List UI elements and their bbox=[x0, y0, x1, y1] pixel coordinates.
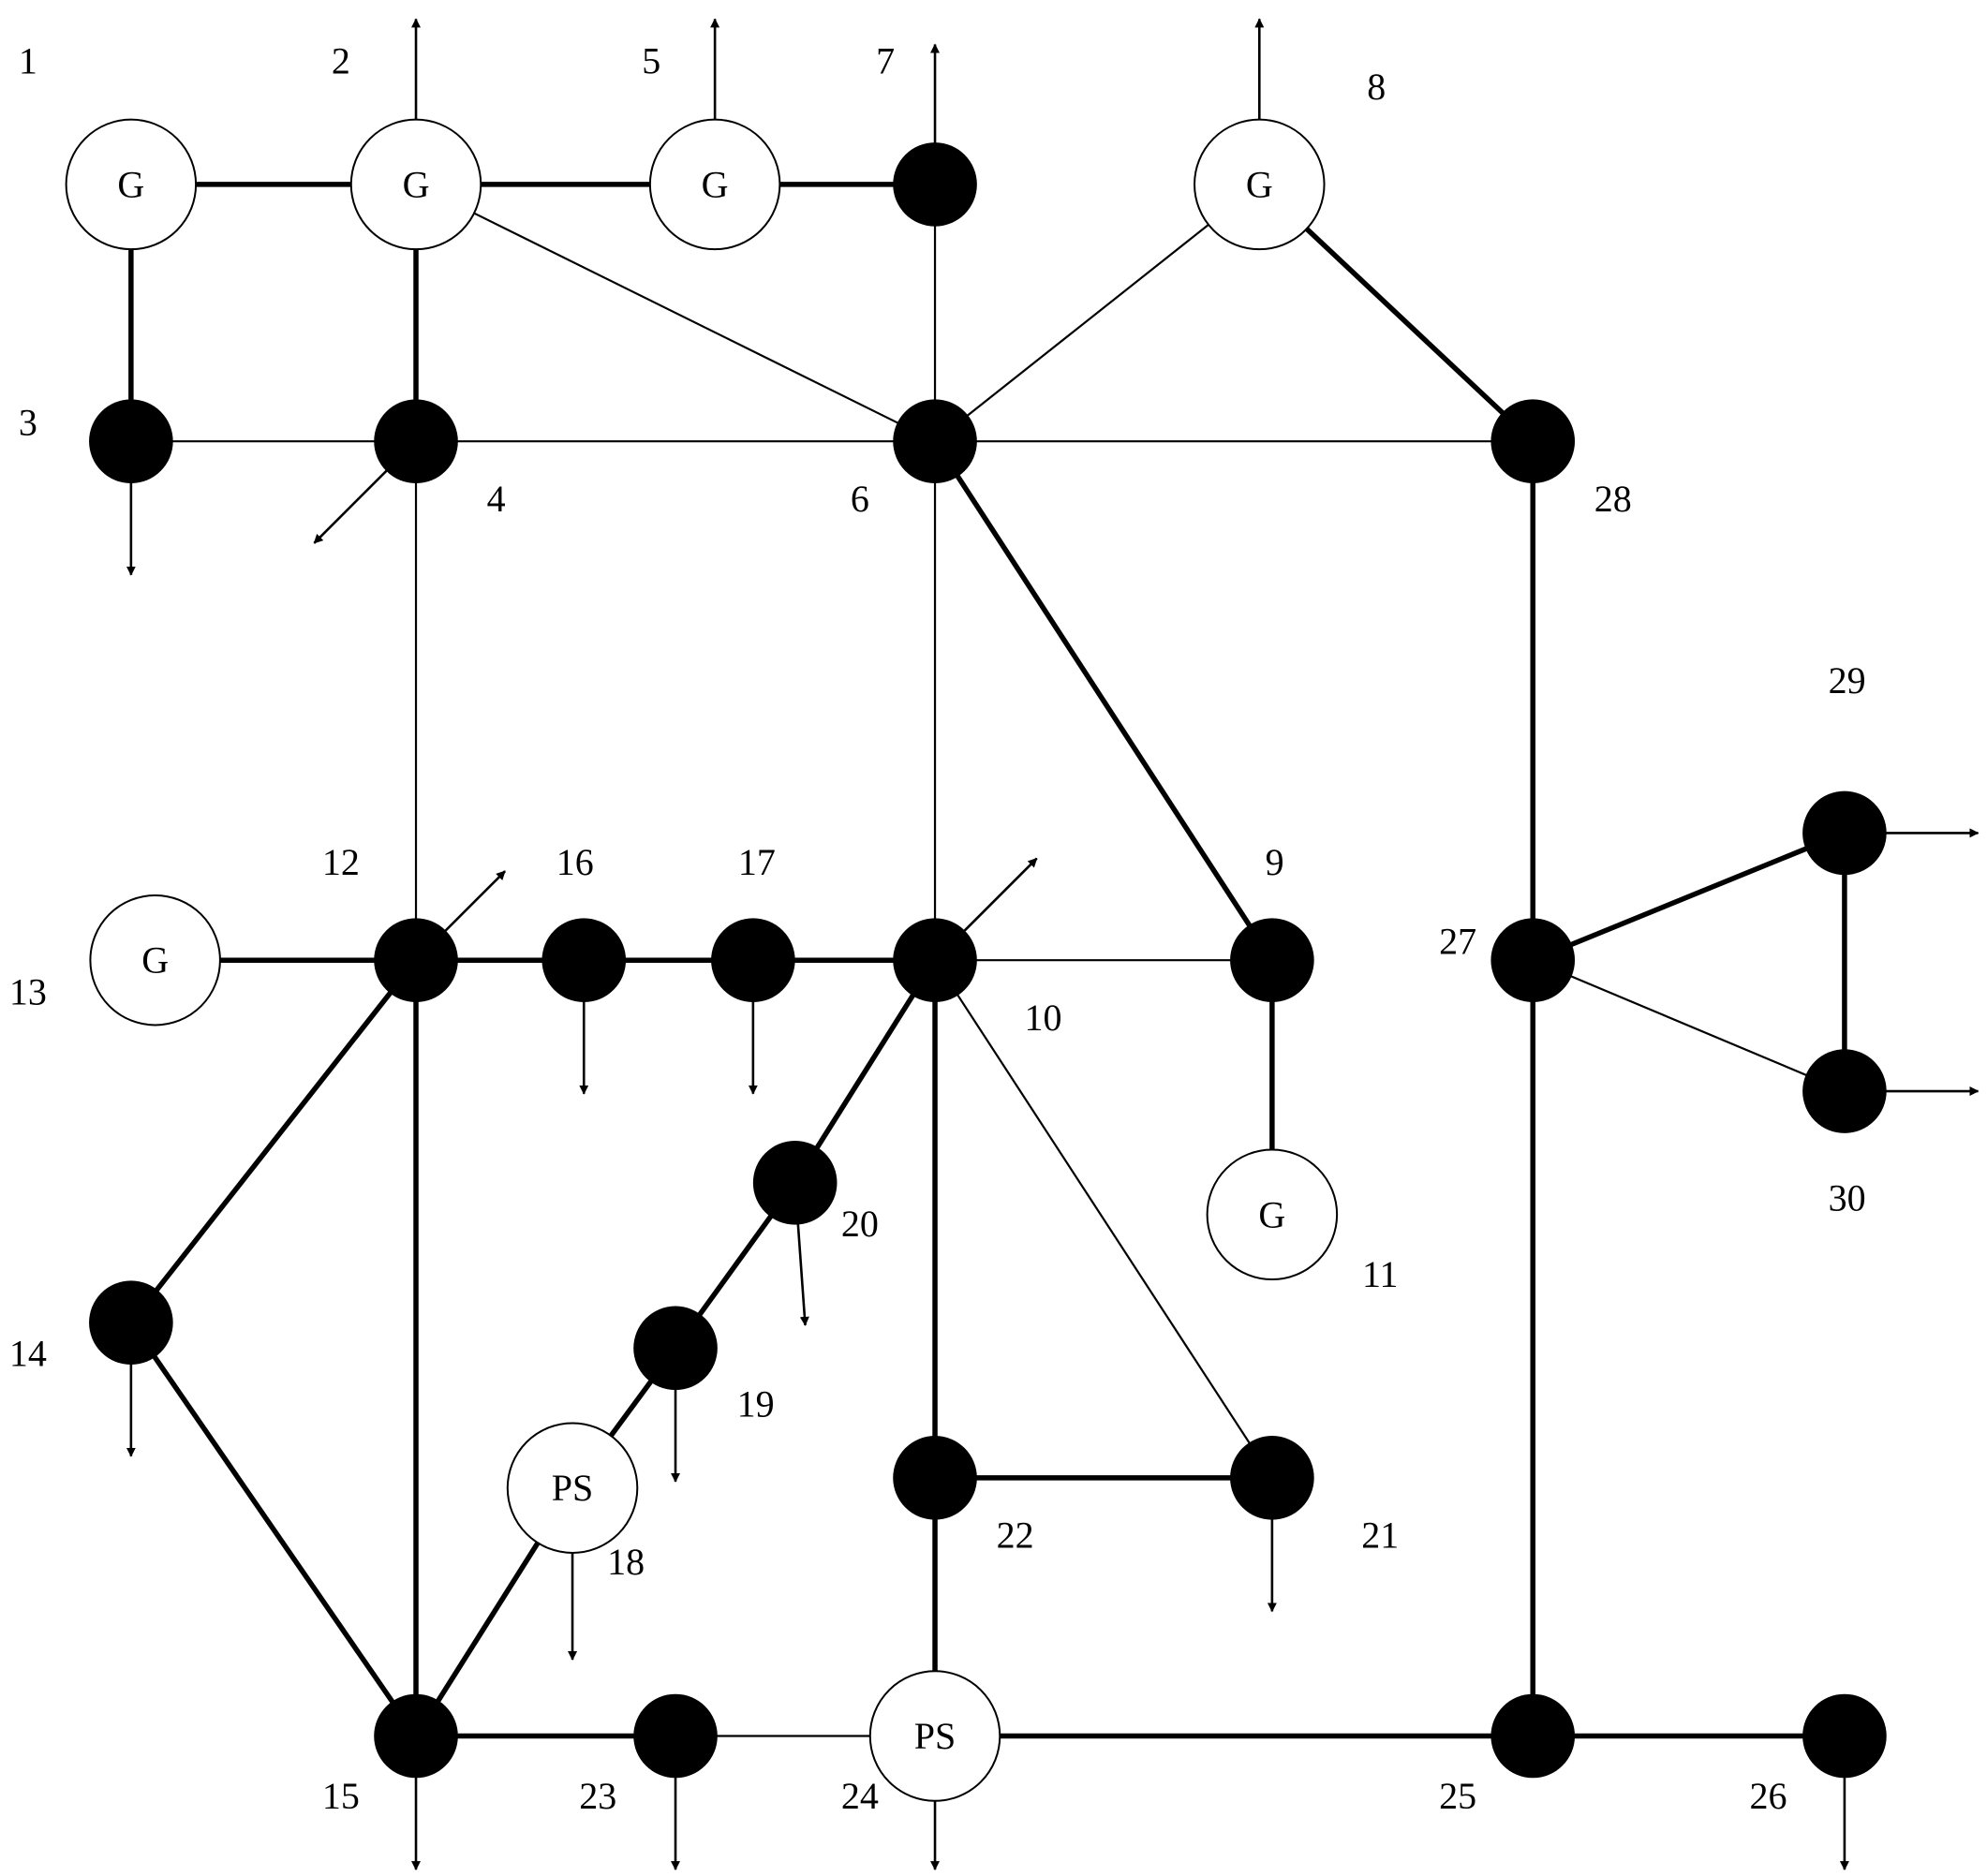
generator-symbol-13: G bbox=[141, 939, 169, 982]
bus-label-23: 23 bbox=[579, 1775, 616, 1817]
bus-15 bbox=[374, 1693, 458, 1779]
generator-symbol-2: G bbox=[403, 163, 430, 205]
line-12-14 bbox=[128, 958, 419, 1324]
generator-symbol-8: G bbox=[1246, 163, 1273, 205]
bus-label-30: 30 bbox=[1829, 1177, 1866, 1219]
generator-symbol-1: G bbox=[117, 163, 144, 205]
bus-label-4: 4 bbox=[487, 478, 506, 520]
bus-label-16: 16 bbox=[556, 841, 594, 883]
bus-7 bbox=[893, 142, 977, 227]
pump-station-18 bbox=[506, 1422, 639, 1554]
generator-11 bbox=[1206, 1148, 1339, 1281]
bus-label-25: 25 bbox=[1439, 1775, 1476, 1817]
generator-symbol-11: G bbox=[1258, 1193, 1285, 1235]
generator-1 bbox=[65, 118, 198, 251]
bus-label-24: 24 bbox=[841, 1775, 879, 1817]
line-6-8 bbox=[934, 184, 1260, 443]
bus-17 bbox=[711, 918, 795, 1003]
bus-21 bbox=[1230, 1436, 1314, 1520]
pump-station-24 bbox=[868, 1670, 1001, 1802]
generator-8 bbox=[1194, 118, 1326, 251]
bus-12 bbox=[374, 918, 458, 1003]
bus-label-28: 28 bbox=[1594, 478, 1632, 520]
pump-station-symbol-18: PS bbox=[552, 1467, 594, 1509]
bus-label-14: 14 bbox=[9, 1332, 47, 1374]
bus-19 bbox=[633, 1306, 718, 1391]
bus-label-1: 1 bbox=[19, 40, 37, 82]
bus-label-29: 29 bbox=[1829, 659, 1866, 702]
bus-label-10: 10 bbox=[1024, 997, 1061, 1039]
bus-6 bbox=[893, 399, 977, 483]
bus-4 bbox=[374, 399, 458, 483]
bus-10 bbox=[893, 918, 977, 1003]
line-10-21 bbox=[934, 959, 1273, 1479]
generator-2 bbox=[349, 118, 482, 251]
line-14-15 bbox=[128, 1321, 419, 1738]
bus-label-7: 7 bbox=[876, 40, 895, 82]
bus-label-2: 2 bbox=[332, 40, 350, 82]
bus-label-9: 9 bbox=[1266, 841, 1284, 883]
bus-label-3: 3 bbox=[19, 401, 37, 443]
line-6-9 bbox=[932, 439, 1275, 962]
bus-label-8: 8 bbox=[1367, 66, 1386, 108]
bus-22 bbox=[893, 1436, 977, 1520]
line-2-6 bbox=[415, 183, 936, 443]
bus-label-11: 11 bbox=[1362, 1253, 1399, 1295]
bus-label-15: 15 bbox=[322, 1775, 360, 1817]
pump-station-symbol-24: PS bbox=[914, 1715, 956, 1757]
bus-label-19: 19 bbox=[737, 1383, 775, 1425]
bus-23 bbox=[633, 1693, 718, 1779]
bus-28 bbox=[1490, 399, 1576, 483]
bus-9 bbox=[1230, 918, 1314, 1003]
bus-30 bbox=[1802, 1049, 1887, 1133]
bus-20 bbox=[752, 1141, 838, 1225]
generator-13 bbox=[89, 894, 221, 1027]
bus-29 bbox=[1802, 790, 1887, 876]
bus-26 bbox=[1802, 1693, 1887, 1779]
line-27-29 bbox=[1532, 830, 1846, 963]
bus-label-20: 20 bbox=[841, 1203, 879, 1245]
line-27-30 bbox=[1532, 959, 1846, 1093]
bus-3 bbox=[89, 399, 173, 483]
bus-14 bbox=[89, 1280, 173, 1365]
generator-5 bbox=[648, 118, 781, 251]
bus-label-22: 22 bbox=[997, 1514, 1034, 1556]
bus-27 bbox=[1490, 918, 1576, 1003]
bus-label-21: 21 bbox=[1361, 1514, 1399, 1556]
generator-symbol-5: G bbox=[702, 163, 729, 205]
bus-16 bbox=[541, 918, 627, 1003]
bus-label-26: 26 bbox=[1749, 1775, 1787, 1817]
line-10-20 bbox=[793, 958, 938, 1185]
bus-label-13: 13 bbox=[9, 971, 47, 1013]
bus-label-6: 6 bbox=[851, 478, 869, 520]
bus-label-27: 27 bbox=[1439, 920, 1476, 962]
bus-label-17: 17 bbox=[738, 841, 776, 883]
bus-label-12: 12 bbox=[322, 841, 360, 883]
bus-label-5: 5 bbox=[642, 40, 660, 82]
bus-layer: G G G G G G PS PS bbox=[65, 118, 1887, 1802]
bus-label-18: 18 bbox=[607, 1541, 645, 1583]
bus-25 bbox=[1490, 1693, 1576, 1779]
